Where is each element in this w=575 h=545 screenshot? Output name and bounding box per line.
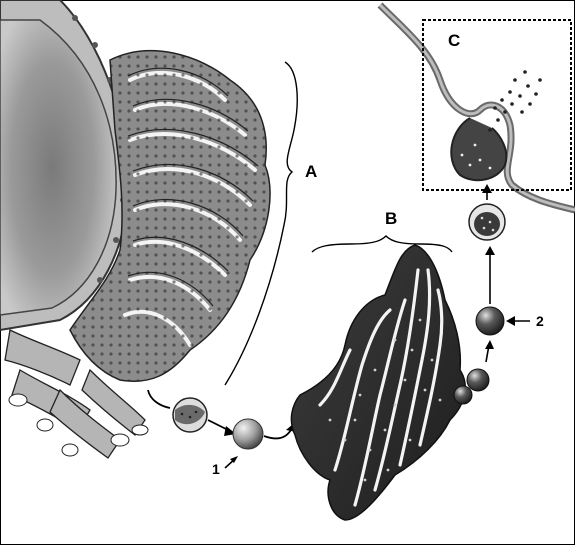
cell-membrane [380,5,575,210]
secretory-vesicle [469,204,505,240]
secreted-particles [488,70,542,132]
label-2: 2 [536,314,544,328]
bracket-b [312,236,452,252]
label-1: 1 [212,462,220,476]
vesicle-1 [233,419,263,449]
label-a: A [305,163,317,180]
label-c: C [448,32,460,49]
golgi-apparatus [291,245,489,520]
transport-vesicle [173,398,207,432]
vesicle-2 [476,307,504,335]
label-b: B [385,210,397,227]
